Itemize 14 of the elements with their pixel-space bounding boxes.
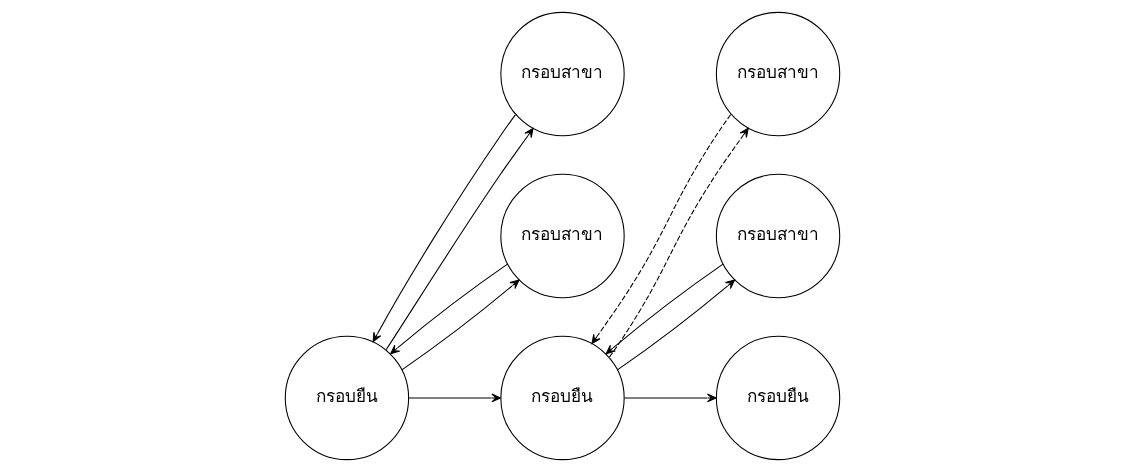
node-circle: กรอบยืน: [715, 335, 840, 461]
node-circle: กรอบยืน: [284, 335, 409, 461]
arrow: [400, 279, 520, 371]
arrow: [372, 114, 516, 343]
arrow: [605, 263, 724, 355]
arrow: [389, 263, 508, 355]
arrow: [590, 113, 731, 345]
arrow: [608, 127, 749, 358]
arrow: [407, 393, 501, 403]
node-circle: กรอบสาขา: [499, 173, 625, 299]
arrow: [385, 127, 534, 351]
node-circle: กรอบสาขา: [715, 173, 840, 299]
arrow: [616, 279, 735, 371]
arrow: [623, 393, 717, 403]
